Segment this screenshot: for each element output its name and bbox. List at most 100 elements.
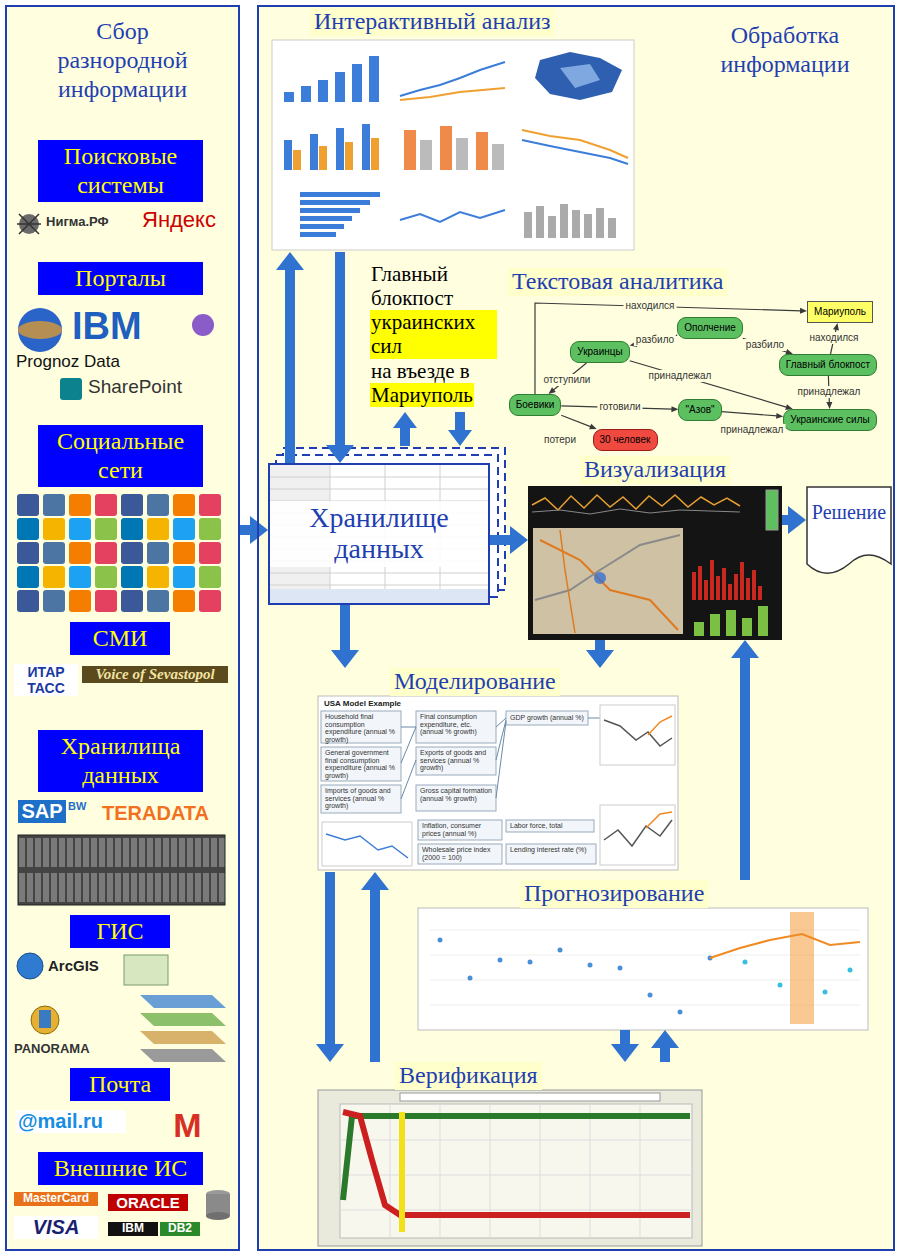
forecast-screenshot (618, 966, 623, 971)
verification-chart (343, 1116, 690, 1200)
model-label: Final consumption expenditure, etc. (ann… (418, 713, 494, 736)
arrow-head (611, 1044, 639, 1062)
visualization-screenshot (752, 570, 756, 600)
processing-panel: Обработка информацииИнтерактивный анализ… (257, 5, 895, 1251)
logo-text: @mail.ru (16, 1110, 126, 1133)
dashboard-screenshot (536, 206, 544, 238)
quote-text: Главный блокпост (370, 262, 497, 310)
flow-arrow (490, 526, 528, 554)
document-outline (806, 486, 892, 578)
source-logos (18, 308, 62, 352)
section-heading: Прогнозирование (520, 880, 708, 908)
entity-label: 30 человек (600, 434, 651, 446)
dashboard-screenshot (300, 224, 344, 229)
forecast-screenshot (743, 960, 748, 965)
dashboard-screenshot (284, 92, 294, 102)
section-heading: Верификация (395, 1062, 542, 1090)
forecast-screenshot (588, 963, 593, 968)
flow-arrow (586, 640, 614, 668)
entity-box: Мариуполь (807, 301, 873, 323)
dashboard-screenshot (310, 134, 318, 170)
logo-text: TERADATA (100, 802, 228, 825)
source-logos (18, 321, 62, 339)
dashboard-screenshot (300, 200, 370, 205)
section-heading: Интерактивный анализ (310, 8, 554, 36)
forecast-screenshot (498, 958, 503, 963)
storage-cube-art (270, 589, 488, 603)
category-label: Поисковые системы (42, 142, 199, 200)
arrow-head (776, 413, 783, 419)
forecast-screenshot (710, 934, 860, 958)
source-logos (140, 995, 226, 1008)
dashboard-screenshot (420, 140, 432, 170)
arrow-head (510, 526, 528, 554)
process-block: Визуализация (528, 456, 782, 640)
dashboard-screenshot (300, 232, 336, 237)
dashboard-screenshot (572, 210, 580, 238)
entity-label: Украинские силы (790, 414, 869, 426)
verification-chart (399, 1112, 405, 1232)
panel-title: Сбор разнородной информации (37, 17, 208, 103)
dashboard-screenshot (318, 80, 328, 102)
quote-text: Мариуполь (370, 383, 474, 407)
entity-box: Ополчение (677, 317, 743, 339)
flow-arrow (276, 252, 304, 463)
flow-arrow (361, 872, 389, 1062)
model-label: Labor force, total (508, 822, 592, 830)
category-label: Порталы (42, 264, 199, 293)
category-box: Хранилища данных (38, 730, 203, 792)
arrow-head (331, 650, 359, 668)
dashboard-screenshot (301, 86, 311, 102)
forecast-screenshot (648, 993, 653, 998)
logo-text: Яндекс (140, 207, 232, 232)
entity-label: Ополчение (684, 322, 736, 334)
dashboard-screenshot (456, 138, 468, 170)
dashboard-screenshot (300, 216, 352, 221)
model-screenshot (600, 805, 675, 865)
arrow-head (826, 402, 832, 409)
dashboard-screenshot (336, 128, 344, 170)
model-label: GDP growth (annual %) (508, 714, 586, 722)
dashboard-screenshot (492, 144, 504, 170)
verification-chart (343, 1112, 690, 1215)
visualization-screenshot (716, 576, 720, 600)
process-block: Интерактивный анализ (268, 8, 636, 252)
arrow-head (586, 650, 614, 668)
flow-arrow (782, 506, 806, 534)
source-logos (140, 1013, 226, 1026)
relation-arrow (561, 415, 596, 429)
flow-arrow (651, 1030, 679, 1062)
category-label: Внешние ИС (42, 1154, 199, 1183)
storage-cube-art (270, 448, 505, 603)
source-panel: Сбор разнородной информацииПоисковые сис… (5, 5, 240, 1251)
flow-arrow (316, 872, 344, 1062)
visualization-screenshot (722, 568, 726, 600)
edge-label: находился (808, 332, 861, 344)
logo-text: ORACLE (108, 1194, 188, 1211)
forecast-screenshot (418, 908, 868, 1030)
forecast-screenshot (468, 976, 473, 981)
connector-line (740, 655, 750, 880)
edge-label: отступили (542, 374, 593, 386)
logo-text: MasterCard (14, 1192, 98, 1206)
visualization-screenshot (726, 610, 736, 636)
dashboard-screenshot (300, 208, 360, 213)
decision-label: Решение (806, 486, 892, 524)
verification-chart (318, 1090, 702, 1246)
arrow-head (833, 323, 839, 330)
model-title: USA Model Example (322, 699, 432, 708)
visualization-screenshot (594, 572, 606, 584)
storage-label: Хранилище данных (270, 501, 488, 567)
visualization-screenshot (758, 606, 768, 636)
model-screenshot (318, 696, 678, 870)
edge-label: принадлежал (647, 370, 714, 382)
model-screenshot (604, 820, 672, 846)
visualization-screenshot (698, 566, 702, 600)
edge-label: находился (624, 300, 677, 312)
model-screenshot (506, 820, 594, 832)
connector-line (743, 338, 787, 352)
dashboard-screenshot (440, 126, 452, 170)
visualization-screenshot (728, 584, 732, 600)
section-heading: Визуализация (580, 456, 730, 484)
source-logos (140, 1031, 226, 1044)
